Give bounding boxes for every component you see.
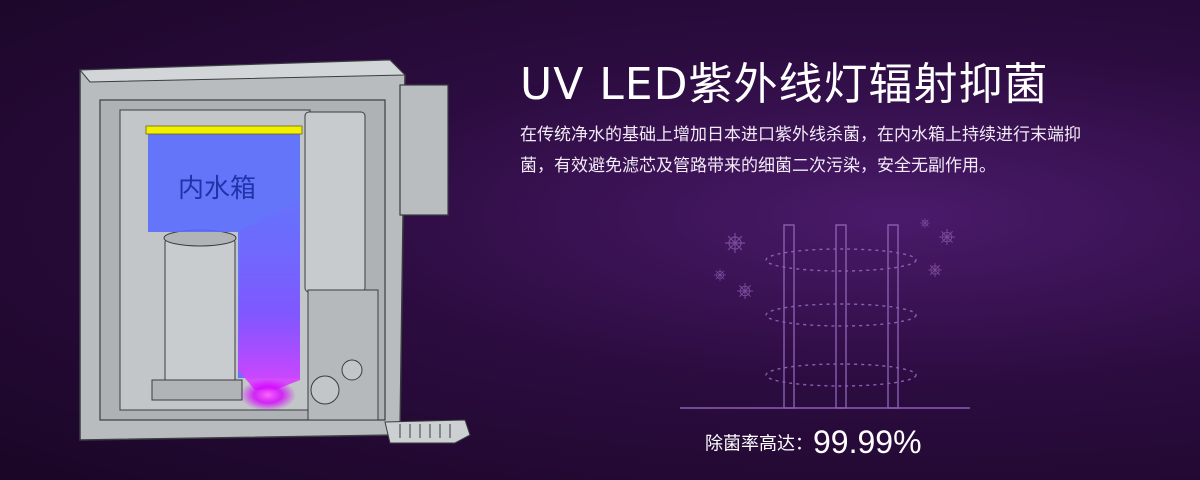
inner-tank-label: 内水箱 (178, 173, 257, 203)
bacteria-icon (938, 228, 956, 246)
sterilization-rate: 除菌率高达：99.99% (705, 424, 922, 461)
bacteria-icon (725, 233, 745, 253)
uv-sterilization-graphic (680, 218, 970, 409)
bacteria-icon (920, 218, 930, 228)
page-title: UV LED紫外线灯辐射抑菌 (520, 59, 1049, 110)
feature-description: 在传统净水的基础上增加日本进口紫外线杀菌，在内水箱上持续进行末端抑菌，有效避免滤… (520, 125, 1081, 176)
bacteria-icon (928, 263, 942, 277)
bacteria-icon (736, 282, 754, 300)
sterilization-rate-label: 除菌率高达： (705, 433, 813, 455)
bacteria-icon (713, 268, 727, 282)
sterilization-rate-value: 99.99% (813, 424, 922, 460)
water-dispenser-illustration (78, 59, 471, 444)
